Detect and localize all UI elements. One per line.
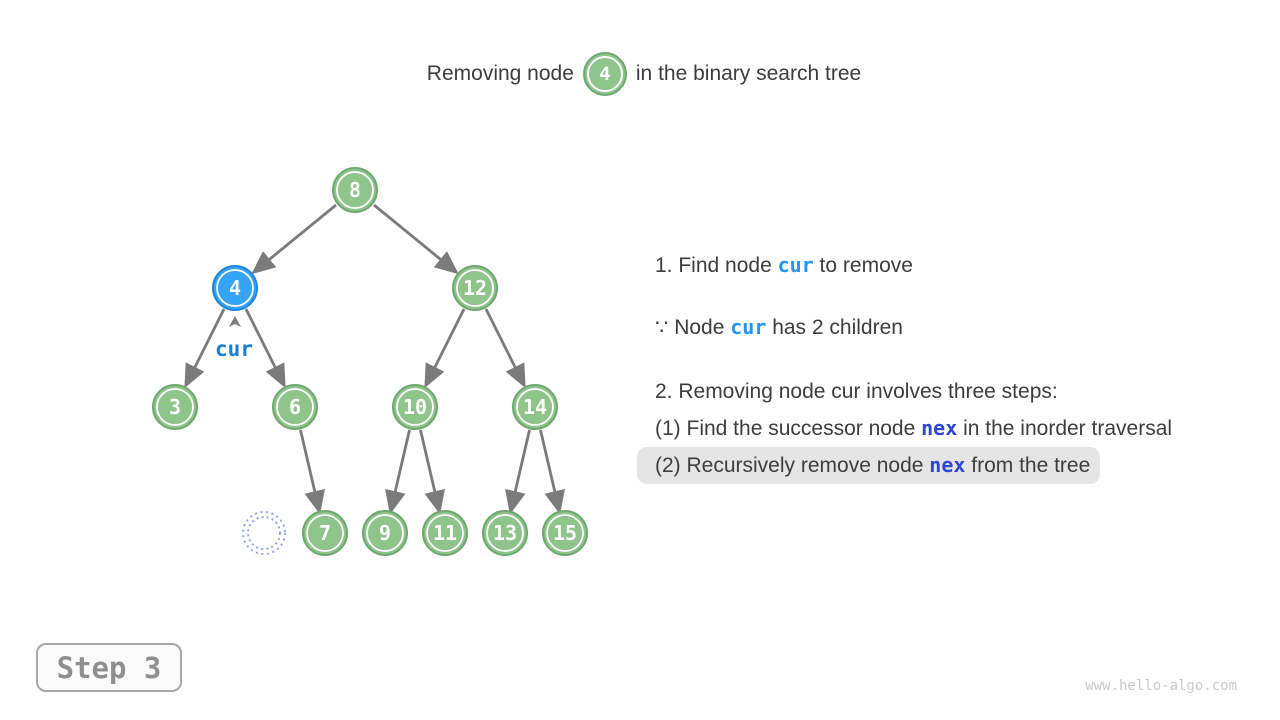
note-text: 2. Removing node cur involves three step… xyxy=(655,380,1058,403)
binary-search-tree-diagram: 8 4 12 3 6 10 14 xyxy=(152,167,588,556)
tree-node-7: 7 xyxy=(302,510,348,556)
node-value: 14 xyxy=(523,395,547,419)
edge-12-14 xyxy=(484,308,526,389)
watermark: www.hello-algo.com xyxy=(1085,678,1237,694)
title-node-ring xyxy=(586,56,623,92)
edge-8-12 xyxy=(373,203,459,275)
note-text: in the inorder traversal xyxy=(957,417,1173,440)
inline-code-nex: nex xyxy=(921,416,958,440)
cur-pointer-label: cur xyxy=(215,337,253,361)
tree-node-4-cur: 4 xyxy=(212,265,258,311)
figure-title: Removing node 4 in the binary search tre… xyxy=(4,52,1280,96)
note-text: ∵ Node xyxy=(655,316,731,339)
tree-node-14: 14 xyxy=(512,384,558,430)
node-value: 7 xyxy=(319,521,331,545)
node-value: 9 xyxy=(379,521,391,545)
edge-14-15 xyxy=(539,429,565,515)
edge-10-11 xyxy=(419,429,445,515)
edge-6-7 xyxy=(299,429,325,515)
node-value: 15 xyxy=(553,521,577,545)
tree-node-13: 13 xyxy=(482,510,528,556)
empty-node-inner-ring xyxy=(247,516,281,550)
edge-12-10 xyxy=(424,308,466,389)
node-value: 8 xyxy=(349,178,361,202)
tree-node-3: 3 xyxy=(152,384,198,430)
note-text: (1) Find the successor node xyxy=(655,417,922,440)
cur-pointer: cur xyxy=(215,316,253,361)
note-text: to remove xyxy=(813,254,913,277)
title-node-value: 4 xyxy=(599,63,611,85)
edge-10-9 xyxy=(385,429,411,515)
up-arrow-icon xyxy=(229,316,241,327)
inline-code-nex: nex xyxy=(929,453,966,477)
edge-14-13 xyxy=(505,429,531,515)
node-value: 4 xyxy=(229,276,241,300)
title-node-circle: 4 xyxy=(582,52,627,96)
edge-4-3 xyxy=(184,308,226,389)
tree-node-12: 12 xyxy=(452,265,498,311)
tree-edges xyxy=(184,203,565,515)
note-text: 1. Find node xyxy=(655,254,778,277)
inline-code-cur: cur xyxy=(730,315,767,339)
note-text: from the tree xyxy=(965,454,1091,477)
note-line-3: 2. Removing node cur involves three step… xyxy=(637,377,1058,407)
edge-4-6 xyxy=(244,308,286,389)
tree-node-11: 11 xyxy=(422,510,468,556)
note-line-1: 1. Find node cur to remove xyxy=(637,250,913,280)
tree-node-8: 8 xyxy=(332,167,378,213)
tree-node-6: 6 xyxy=(272,384,318,430)
node-value: 3 xyxy=(169,395,181,419)
node-value: 10 xyxy=(403,395,427,419)
tree-node-15: 15 xyxy=(542,510,588,556)
node-value: 11 xyxy=(433,521,457,545)
empty-node-outer-ring xyxy=(242,511,286,555)
note-text: has 2 children xyxy=(766,316,903,339)
note-line-2: ∵ Node cur has 2 children xyxy=(637,312,903,342)
title-prefix: Removing node xyxy=(426,62,574,85)
step-badge: Step 3 xyxy=(36,643,182,692)
tree-node-9: 9 xyxy=(362,510,408,556)
note-line-4: (1) Find the successor node nex in the i… xyxy=(637,413,1172,443)
note-text: (2) Recursively remove node xyxy=(655,454,930,477)
edge-8-4 xyxy=(251,203,337,275)
node-value: 13 xyxy=(493,521,517,545)
tree-node-10: 10 xyxy=(392,384,438,430)
node-value: 12 xyxy=(463,276,487,300)
title-suffix: in the binary search tree xyxy=(635,62,862,85)
note-line-5-highlighted: (2) Recursively remove node nex from the… xyxy=(637,447,1101,484)
node-value: 6 xyxy=(289,395,301,419)
inline-code-cur: cur xyxy=(777,253,814,277)
empty-node-placeholder xyxy=(242,511,286,555)
